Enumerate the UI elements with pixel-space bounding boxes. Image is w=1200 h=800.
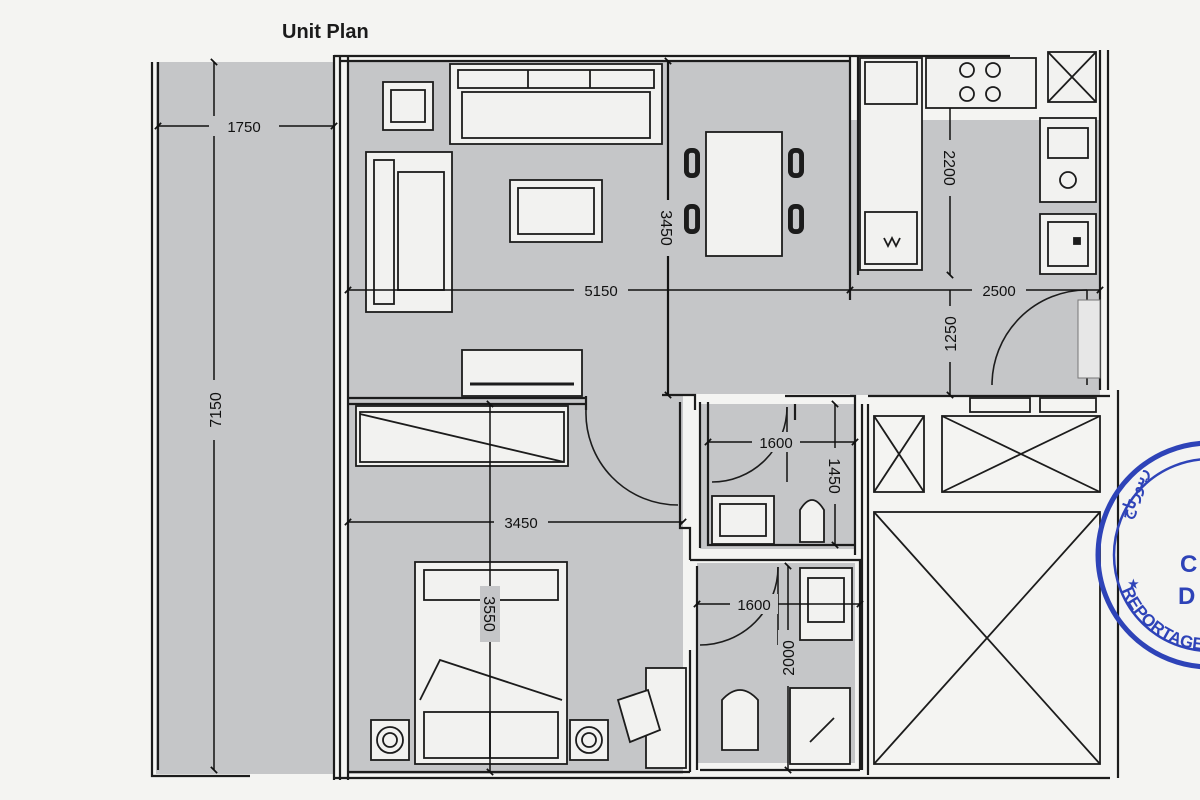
service-shafts — [873, 397, 1101, 765]
doors — [585, 289, 1101, 646]
bath2-toilet — [721, 689, 759, 751]
dim-kitchen-length: 2200 — [940, 150, 957, 186]
living-furniture — [365, 63, 804, 397]
tv-unit — [461, 349, 583, 397]
bedroom-door-swing — [585, 409, 679, 506]
dim-bath1-depth: 1450 — [825, 458, 842, 494]
kitchen — [859, 51, 1097, 275]
sofa-left — [365, 151, 453, 313]
dining-table — [705, 131, 783, 257]
dim-bedroom-depth: 3550 — [480, 596, 497, 632]
dim-living-width: 5150 — [584, 283, 617, 300]
desk-chair — [616, 688, 662, 744]
dim-bath1-width: 1600 — [759, 435, 792, 452]
coffee-table — [509, 179, 603, 243]
bath1-toilet — [799, 499, 825, 543]
kitchen-counter — [859, 57, 923, 271]
stamp-letter-c: C — [1180, 551, 1197, 578]
plan-title: Unit Plan — [282, 21, 369, 43]
dimension-labels: 1750 7150 5150 2500 3450 2200 1250 3450 … — [205, 116, 1026, 686]
balcony-floor — [156, 62, 334, 774]
bath1-door-swing — [711, 406, 788, 483]
shower-tray — [789, 687, 851, 765]
dim-living-depth: 3450 — [657, 210, 674, 246]
dim-entry-depth: 1250 — [943, 316, 960, 352]
dim-bath2-width: 1600 — [737, 597, 770, 614]
stamp-star: ★ — [1128, 577, 1139, 591]
dim-balcony-depth: 7150 — [208, 392, 225, 428]
hob — [925, 57, 1037, 109]
fridge — [1039, 213, 1097, 275]
dim-balcony-width: 1750 — [227, 119, 260, 136]
dim-entry-width: 2500 — [982, 283, 1015, 300]
stamp-letter-d: D — [1178, 583, 1195, 610]
entry-door-swing — [991, 289, 1088, 386]
sofa-top — [449, 63, 663, 145]
dim-bedroom-width: 3450 — [504, 515, 537, 532]
walls — [150, 50, 1120, 780]
dim-bath2-depth: 2000 — [781, 640, 798, 676]
bath2-door-swing — [699, 566, 779, 646]
wardrobe — [355, 405, 569, 467]
